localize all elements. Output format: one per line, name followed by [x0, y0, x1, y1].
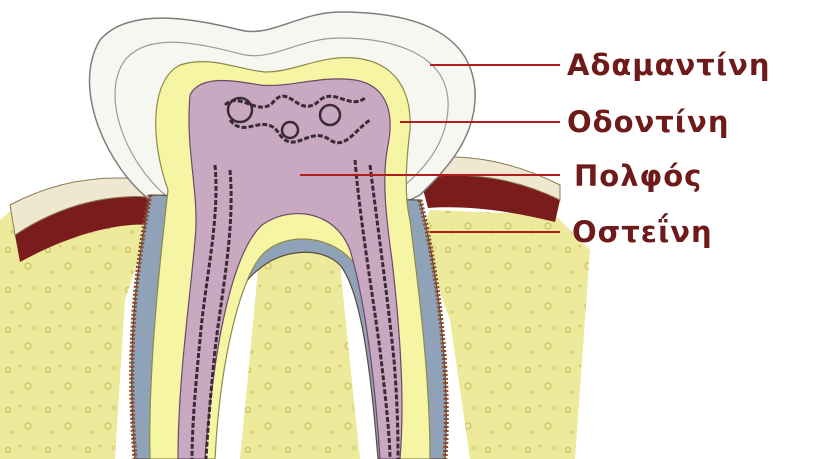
pulp-label: Πολφός	[574, 159, 702, 193]
dentin-label: Οδοντίνη	[567, 105, 729, 139]
cementum-label: Οστεΐνη	[572, 213, 713, 249]
enamel-label: Αδαμαντίνη	[567, 48, 771, 82]
bone-between-roots	[240, 244, 360, 459]
